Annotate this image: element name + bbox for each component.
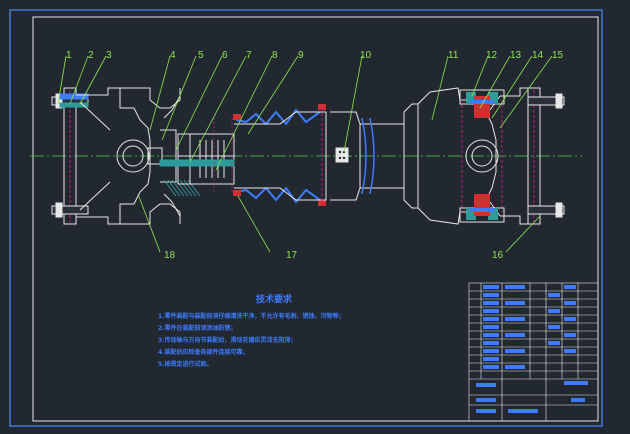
callout-5: 5	[198, 50, 204, 61]
inner-frame	[32, 16, 599, 422]
left-flange-yoke	[51, 87, 181, 225]
right-yoke-flange	[403, 87, 565, 225]
callout-16: 16	[492, 250, 504, 261]
callout-14: 14	[532, 50, 544, 61]
requirement-line: 3.传动轴与万向节装配后，滑动花键应灵活无阻滞；	[158, 336, 296, 344]
callout-labels: 1 2 3 4 5 6 7 8 9 10 11 12 13 14 15 16 1…	[66, 50, 564, 261]
callout-leaders	[57, 55, 553, 253]
callout-6: 6	[222, 50, 228, 61]
callout-1: 1	[66, 50, 72, 61]
requirement-line: 2.零件在装配前须涂油防锈；	[158, 324, 236, 332]
callout-13: 13	[510, 50, 522, 61]
spline-hidden-lines	[213, 118, 233, 194]
callout-15: 15	[552, 50, 564, 61]
outer-frame	[9, 9, 603, 427]
spline-section	[159, 133, 235, 185]
technical-requirements: 技术要求 1.零件装配与装配前须仔细清洗干净，不允许有毛刺、锈蚀、污物等； 2.…	[158, 293, 344, 368]
callout-17: 17	[286, 250, 298, 261]
shaft-tube	[335, 117, 404, 195]
requirements-title: 技术要求	[256, 293, 293, 305]
callout-8: 8	[272, 50, 278, 61]
callout-7: 7	[246, 50, 252, 61]
left-hatch	[163, 179, 201, 197]
parts-list-fill	[476, 285, 588, 413]
callout-4: 4	[170, 50, 176, 61]
callout-12: 12	[486, 50, 498, 61]
callout-18: 18	[164, 250, 176, 261]
callout-9: 9	[298, 50, 304, 61]
callout-11: 11	[448, 50, 459, 61]
callout-10: 10	[360, 50, 372, 61]
parts-list-table	[468, 282, 599, 422]
right-bearing-caps	[459, 89, 505, 223]
callout-3: 3	[106, 50, 112, 61]
bellows-boot	[233, 104, 326, 206]
callout-2: 2	[88, 50, 94, 61]
requirement-line: 4.装配后应检查各部件连接可靠；	[158, 348, 248, 356]
requirement-line: 5.按规定进行试验。	[158, 360, 212, 368]
requirement-line: 1.零件装配与装配前须仔细清洗干净，不允许有毛刺、锈蚀、污物等；	[158, 312, 344, 320]
